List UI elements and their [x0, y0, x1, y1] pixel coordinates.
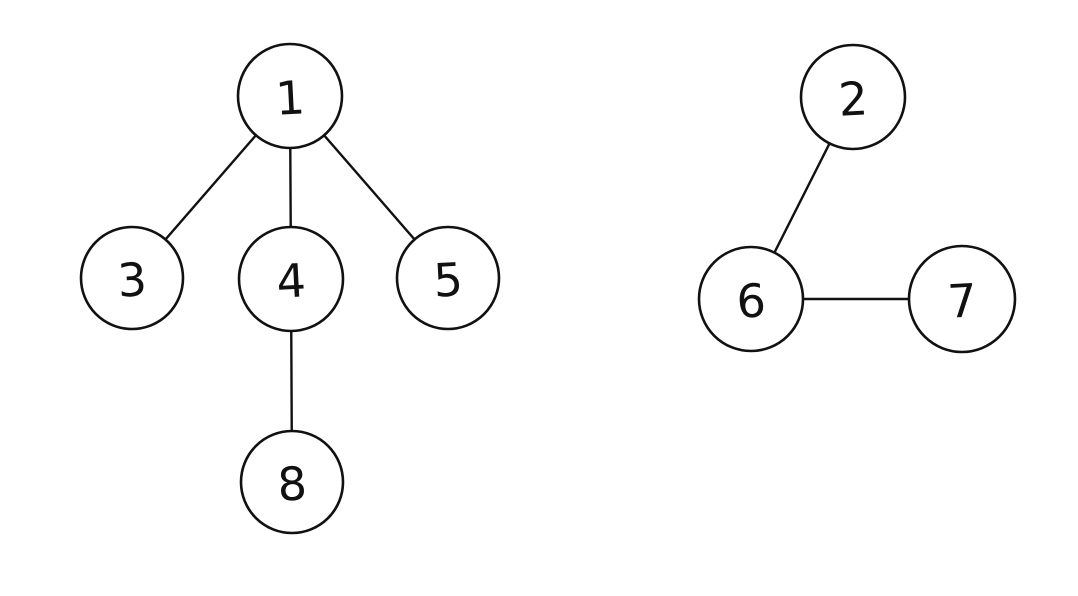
node-label-7: 7 — [946, 273, 978, 328]
node-label-6: 6 — [735, 273, 767, 328]
node-circle-3 — [79, 225, 185, 331]
node-label-2: 2 — [837, 71, 869, 126]
graph-node-3: 3 — [79, 225, 185, 331]
node-circle-1 — [236, 42, 344, 150]
node-circle-7 — [907, 244, 1017, 354]
node-circle-5 — [395, 225, 501, 331]
graph-node-5: 5 — [395, 225, 501, 331]
node-circle-4 — [237, 225, 345, 333]
graph-node-2: 2 — [799, 43, 907, 151]
node-circle-8 — [239, 429, 345, 535]
graph-node-7: 7 — [907, 244, 1017, 354]
node-label-4: 4 — [275, 253, 307, 308]
graph-node-4: 4 — [237, 225, 345, 333]
graph-node-6: 6 — [697, 245, 805, 353]
node-label-1: 1 — [274, 70, 306, 125]
graph-node-1: 1 — [236, 42, 344, 150]
node-label-3: 3 — [116, 252, 148, 307]
node-circle-6 — [697, 245, 805, 353]
node-circle-2 — [799, 43, 907, 151]
node-label-5: 5 — [432, 252, 464, 307]
nodes-layer: 1 3 4 5 8 2 6 7 — [79, 42, 1017, 535]
node-label-8: 8 — [276, 456, 308, 511]
graph-node-8: 8 — [239, 429, 345, 535]
